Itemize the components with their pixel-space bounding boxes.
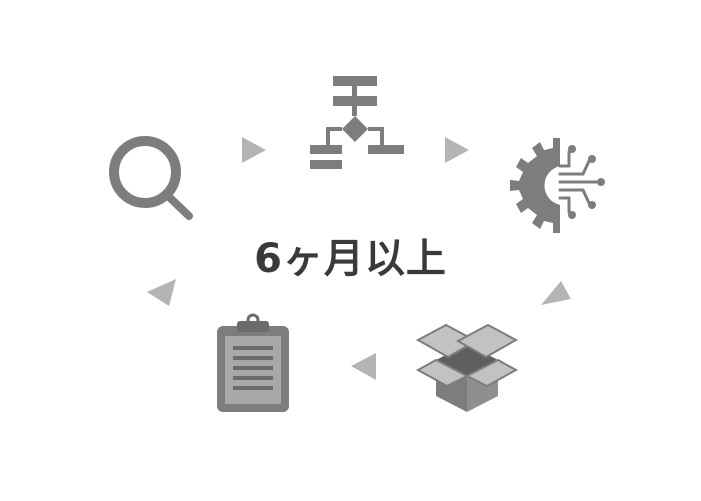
flowchart-icon [310, 76, 404, 169]
arrow-down-right [541, 281, 571, 305]
box-icon [415, 323, 519, 412]
gear-circuit-icon [510, 138, 605, 233]
arrow-right-1 [242, 137, 266, 163]
search-icon [109, 136, 193, 220]
arrow-right-2 [445, 137, 469, 163]
arrow-up-left [147, 279, 176, 306]
arrow-left [351, 353, 376, 380]
clipboard-icon [217, 313, 289, 412]
duration-label: 6ヶ月以上 [254, 236, 447, 282]
